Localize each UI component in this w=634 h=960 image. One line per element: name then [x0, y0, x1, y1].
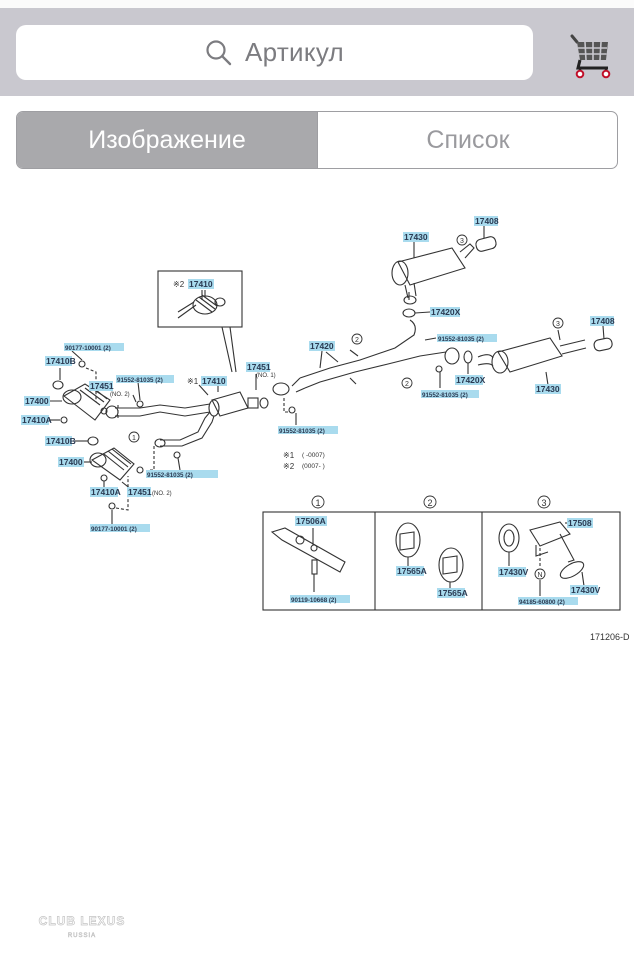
marker-3: 3 [541, 498, 546, 508]
callout-17408[interactable]: 17408 [475, 216, 499, 226]
note-no1: (NO. 1) [256, 373, 276, 379]
marker-1: 1 [315, 498, 320, 508]
marker-2: 2 [427, 498, 432, 508]
callout-17430[interactable]: 17430 [404, 232, 428, 242]
callout-17420x[interactable]: 17420X [431, 307, 461, 317]
search-input[interactable]: Артикул [16, 25, 533, 80]
callout-17506a[interactable]: 17506A [296, 516, 326, 526]
search-icon [206, 39, 232, 65]
callout-91552-81035[interactable]: 91552-81035 (2) [147, 472, 193, 479]
callout-17410a[interactable]: 17410A [22, 415, 52, 425]
callout-91552-81035[interactable]: 91552-81035 (2) [422, 392, 468, 399]
callout-91552-81035[interactable]: 91552-81035 (2) [438, 336, 484, 343]
callout-90177-10001[interactable]: 90177-10001 (2) [91, 526, 137, 533]
inset-star-note: ※2 [173, 280, 185, 289]
callout-17408[interactable]: 17408 [591, 316, 615, 326]
legend-star1: ※1 [283, 451, 295, 460]
legend-star2: ※2 [283, 462, 295, 471]
marker-2: 2 [355, 337, 359, 344]
callout-17410b[interactable]: 17410B [46, 356, 76, 366]
legend-star2-range: (0007- ) [302, 463, 325, 470]
callout-17400[interactable]: 17400 [59, 457, 83, 467]
callout-17410a[interactable]: 17410A [91, 487, 121, 497]
callout-17451[interactable]: 17451 [247, 362, 271, 372]
tab-list[interactable]: Список [317, 112, 617, 168]
marker-1: 1 [132, 435, 136, 442]
main-star-note: ※1 [187, 377, 199, 386]
cart-icon[interactable] [568, 30, 614, 80]
detail-frame [262, 511, 621, 611]
callout-17565a[interactable]: 17565A [438, 588, 468, 598]
inset-box [157, 270, 243, 328]
callout-17420[interactable]: 17420 [310, 341, 334, 351]
view-mode-segmented-control: Изображение Список [16, 111, 618, 169]
marker-3: 3 [460, 238, 464, 245]
callout-17508[interactable]: 17508 [568, 518, 592, 528]
callout-17400[interactable]: 17400 [25, 396, 49, 406]
marker-2: 2 [405, 381, 409, 388]
callout-17410[interactable]: 17410 [202, 376, 226, 386]
callout-91552-81035[interactable]: 91552-81035 (2) [117, 377, 163, 384]
search-placeholder: Артикул [244, 37, 345, 67]
exhaust-parts-diagram: 3 2 2 3 1 1 2 3 N [21, 216, 630, 642]
callout-90177-10001[interactable]: 90177-10001 (2) [65, 345, 111, 352]
diagram-id: 171206-D [590, 632, 630, 642]
callout-17430[interactable]: 17430 [536, 384, 560, 394]
callout-17451[interactable]: 17451 [90, 381, 114, 391]
status-strip [0, 0, 634, 8]
marker-3: 3 [556, 321, 560, 328]
callout-91552-81035[interactable]: 91552-81035 (2) [279, 428, 325, 435]
top-bar: Артикул [0, 8, 634, 96]
callout-17410b[interactable]: 17410B [46, 436, 76, 446]
callout-17430v[interactable]: 17430V [499, 567, 529, 577]
note-no2: (NO. 2) [152, 491, 172, 497]
callout-17451[interactable]: 17451 [128, 487, 152, 497]
callout-94185-60800[interactable]: 94185-60800 (2) [519, 599, 565, 606]
callout-17410[interactable]: 17410 [189, 279, 213, 289]
callout-90119-10668[interactable]: 90119-10668 (2) [291, 597, 336, 604]
callout-17565a[interactable]: 17565A [397, 566, 427, 576]
watermark-line2: RUSSIA [68, 933, 96, 939]
watermark-logo: CLUB LEXUS RUSSIA [22, 913, 152, 946]
marker-n: N [537, 572, 542, 579]
tab-image[interactable]: Изображение [17, 112, 317, 168]
note-no2: (NO. 2) [110, 392, 130, 398]
watermark-line1: CLUB LEXUS [39, 914, 126, 928]
callout-17430v[interactable]: 17430V [571, 585, 601, 595]
callout-17420x[interactable]: 17420X [456, 375, 486, 385]
legend-star1-range: ( -0007) [302, 452, 325, 459]
